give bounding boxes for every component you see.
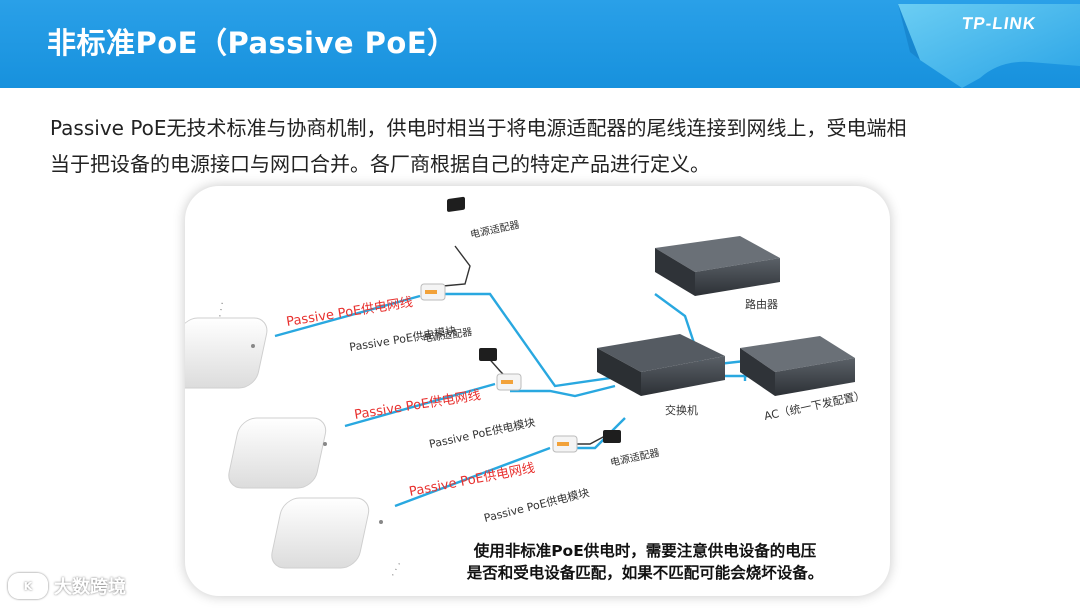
ellipsis-bottom: · · · xyxy=(388,560,405,579)
module-label-2: Passive PoE供电模块 xyxy=(428,415,537,451)
access-point-icon xyxy=(185,317,268,389)
note-line-1: 使用非标准PoE供电时，需要注意供电设备的电压 xyxy=(473,542,817,560)
intro-paragraph: Passive PoE无技术标准与协商机制，供电时相当于将电源适配器的尾线连接到… xyxy=(50,110,1040,182)
cable-label-3: Passive PoE供电网线 xyxy=(408,461,536,500)
access-point-icons xyxy=(185,317,383,569)
intro-line-1: Passive PoE无技术标准与协商机制，供电时相当于将电源适配器的尾线连接到… xyxy=(50,116,907,140)
router-label: 路由器 xyxy=(745,297,778,311)
warning-note: 使用非标准PoE供电时，需要注意供电设备的电压 是否和受电设备匹配，如果不匹配可… xyxy=(425,540,865,584)
watermark-logo-icon: K xyxy=(8,573,48,599)
access-point-icon xyxy=(228,417,327,489)
router-icon xyxy=(655,236,780,296)
watermark: K 大数跨境 xyxy=(8,573,126,599)
cable-label-2: Passive PoE供电网线 xyxy=(353,388,482,423)
switch-icon xyxy=(597,334,725,396)
logo-ribbon xyxy=(898,4,1080,88)
cable-label-1: Passive PoE供电网线 xyxy=(285,295,414,330)
note-line-2: 是否和受电设备匹配，如果不匹配可能会烧坏设备。 xyxy=(466,564,824,582)
adapter-label-3: 电源适配器 xyxy=(609,446,661,469)
switch-label: 交换机 xyxy=(665,403,698,417)
adapter-label-1: 电源适配器 xyxy=(469,218,521,241)
ellipsis-top: · · · xyxy=(215,301,229,319)
power-adapter-icons xyxy=(447,196,621,443)
ac-controller-icon xyxy=(740,336,855,396)
poe-cables xyxy=(274,294,551,508)
power-adapter-icon xyxy=(479,348,497,361)
power-adapter-icon xyxy=(447,196,465,212)
adapter-cords xyxy=(442,245,606,445)
header-bar: 非标准PoE（Passive PoE） TP-LINK xyxy=(0,0,1080,88)
diagram-canvas: Passive PoE供电网线 Passive PoE供电网线 Passive … xyxy=(185,196,866,580)
watermark-text: 大数跨境 xyxy=(54,577,126,598)
access-point-icon xyxy=(271,497,383,569)
module-label-3: Passive PoE供电模块 xyxy=(482,485,590,525)
intro-line-2: 当于把设备的电源接口与网口合并。各厂商根据自己的特定产品进行定义。 xyxy=(50,152,710,176)
network-diagram: Passive PoE供电网线 Passive PoE供电网线 Passive … xyxy=(185,186,890,596)
power-adapter-icon xyxy=(603,430,621,443)
page-title: 非标准PoE（Passive PoE） xyxy=(47,26,457,60)
tp-link-logo: TP-LINK xyxy=(960,14,1038,33)
poe-module-icons xyxy=(420,283,578,453)
